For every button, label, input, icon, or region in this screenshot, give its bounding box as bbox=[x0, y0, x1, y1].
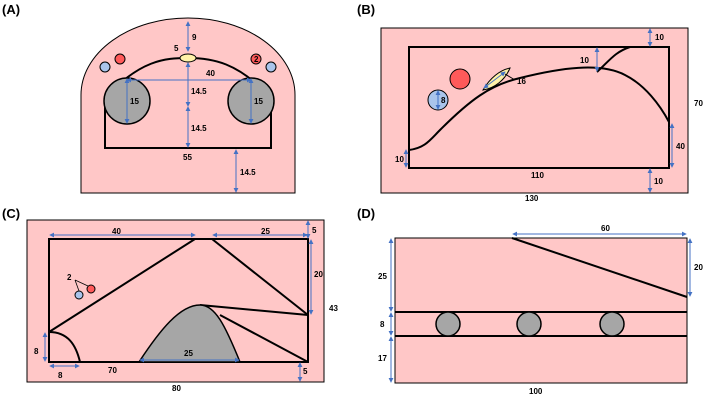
panel-b-dim-right-inner: 40 bbox=[676, 142, 685, 151]
panel-a-dim-center-upper: 14.5 bbox=[191, 87, 207, 96]
panel-d-body bbox=[394, 237, 688, 384]
panel-c-gray-mound bbox=[137, 304, 242, 363]
panel-c-circle-leader bbox=[74, 279, 89, 292]
panel-c-dim-left-width: 8 bbox=[58, 371, 63, 380]
panel-c-dim-bottom-corner: 5 bbox=[303, 367, 308, 376]
panel-c-label: (C) bbox=[2, 206, 20, 221]
panel-c-dim-bottom-inner: 70 bbox=[108, 366, 117, 375]
panel-d: (D) 60 20 25 8 17 100 bbox=[357, 206, 703, 396]
panel-c-red-circle bbox=[86, 284, 96, 294]
panel-c-mid-lines bbox=[199, 304, 309, 363]
panel-a-dim-bottom-gap: 14.5 bbox=[240, 168, 256, 177]
panel-d-circle-1 bbox=[435, 311, 461, 337]
panel-b: (B) 8 10 10 16 70 40 10 110 10 130 bbox=[357, 2, 703, 203]
panel-d-dim-bottom-width: 100 bbox=[529, 387, 543, 396]
panel-c-dim-right-outer: 43 bbox=[329, 304, 338, 313]
panel-a-dim-bottom-width: 55 bbox=[183, 153, 192, 162]
panel-b-dim-blue-circle: 8 bbox=[441, 96, 446, 105]
panel-d-circle-2 bbox=[516, 311, 542, 337]
panel-c: (C) 2 40 25 5 20 43 8 8 70 25 5 80 bbox=[2, 206, 338, 393]
panel-c-small-corner bbox=[48, 331, 81, 363]
panel-a-dim-circle-left: 15 bbox=[130, 97, 139, 106]
panel-b-red-circle bbox=[449, 68, 471, 90]
panel-c-dim-top-right: 25 bbox=[261, 227, 270, 236]
panel-b-dim-bottom-inner: 110 bbox=[531, 171, 544, 180]
panel-b-body bbox=[380, 27, 689, 194]
panel-c-dim-bottom-outer: 80 bbox=[172, 384, 181, 393]
panel-d-circle-3 bbox=[599, 311, 625, 337]
panel-b-inner-box bbox=[408, 46, 670, 169]
panel-a-dim-circle-right: 15 bbox=[254, 97, 263, 106]
panel-d-diagonal bbox=[511, 237, 688, 298]
panel-d-dim-top-width: 60 bbox=[601, 224, 610, 233]
panel-d-dim-left-mid: 8 bbox=[380, 320, 385, 329]
panel-b-lesion-leader bbox=[504, 73, 516, 81]
panel-a-label: (A) bbox=[2, 2, 20, 17]
panel-c-dim-top-corner: 5 bbox=[312, 226, 317, 235]
panel-c-blue-circle bbox=[74, 290, 84, 300]
panel-a-small-circle-label: 2 bbox=[254, 55, 259, 64]
panel-c-left-diagonal bbox=[48, 238, 309, 333]
panel-c-dim-right-inner: 20 bbox=[314, 270, 323, 279]
panel-a-red-right bbox=[250, 53, 262, 65]
panel-a-dim-tumor: 5 bbox=[174, 44, 179, 53]
panel-d-dim-right-height: 20 bbox=[694, 263, 703, 272]
panel-b-dim-top-right: 10 bbox=[655, 33, 664, 42]
panel-b-tissue-curve bbox=[408, 66, 670, 151]
panel-d-label: (D) bbox=[357, 206, 375, 221]
panel-d-dim-left-lower: 17 bbox=[378, 354, 387, 363]
panel-b-dim-bottom-gap: 10 bbox=[654, 177, 663, 186]
panel-a-red-left bbox=[114, 53, 126, 65]
panel-c-dim-gray-width: 25 bbox=[184, 349, 193, 358]
panel-b-dim-right-outer: 70 bbox=[694, 99, 703, 108]
panel-b-corner-curve bbox=[596, 46, 631, 73]
panel-b-dim-inner-top: 10 bbox=[580, 56, 589, 65]
panel-a-blue-right bbox=[265, 61, 277, 73]
panel-b-dim-lesion-line bbox=[483, 71, 506, 89]
panel-b-dim-bottom-outer: 130 bbox=[525, 194, 539, 203]
panel-c-dim-top-left: 40 bbox=[112, 227, 121, 236]
panel-a-tumor bbox=[179, 53, 197, 63]
panel-a-dim-center-lower: 14.5 bbox=[191, 124, 207, 133]
panel-d-dim-left-upper: 25 bbox=[378, 272, 387, 281]
panel-a-dim-top: 9 bbox=[192, 33, 197, 42]
panel-c-dim-circle-label: 2 bbox=[67, 273, 72, 282]
panel-c-dim-left-height: 8 bbox=[34, 347, 39, 356]
panel-a: (A) 2 9 5 40 15 15 14.5 14.5 55 14.5 bbox=[2, 2, 296, 194]
panel-d-outline bbox=[394, 237, 688, 384]
panel-b-dim-left-bottom: 10 bbox=[395, 155, 404, 164]
panel-a-blue-left bbox=[99, 61, 111, 73]
panel-b-label: (B) bbox=[357, 2, 375, 17]
panel-b-dim-lesion: 16 bbox=[517, 77, 526, 86]
panel-a-dim-span: 40 bbox=[206, 69, 215, 78]
